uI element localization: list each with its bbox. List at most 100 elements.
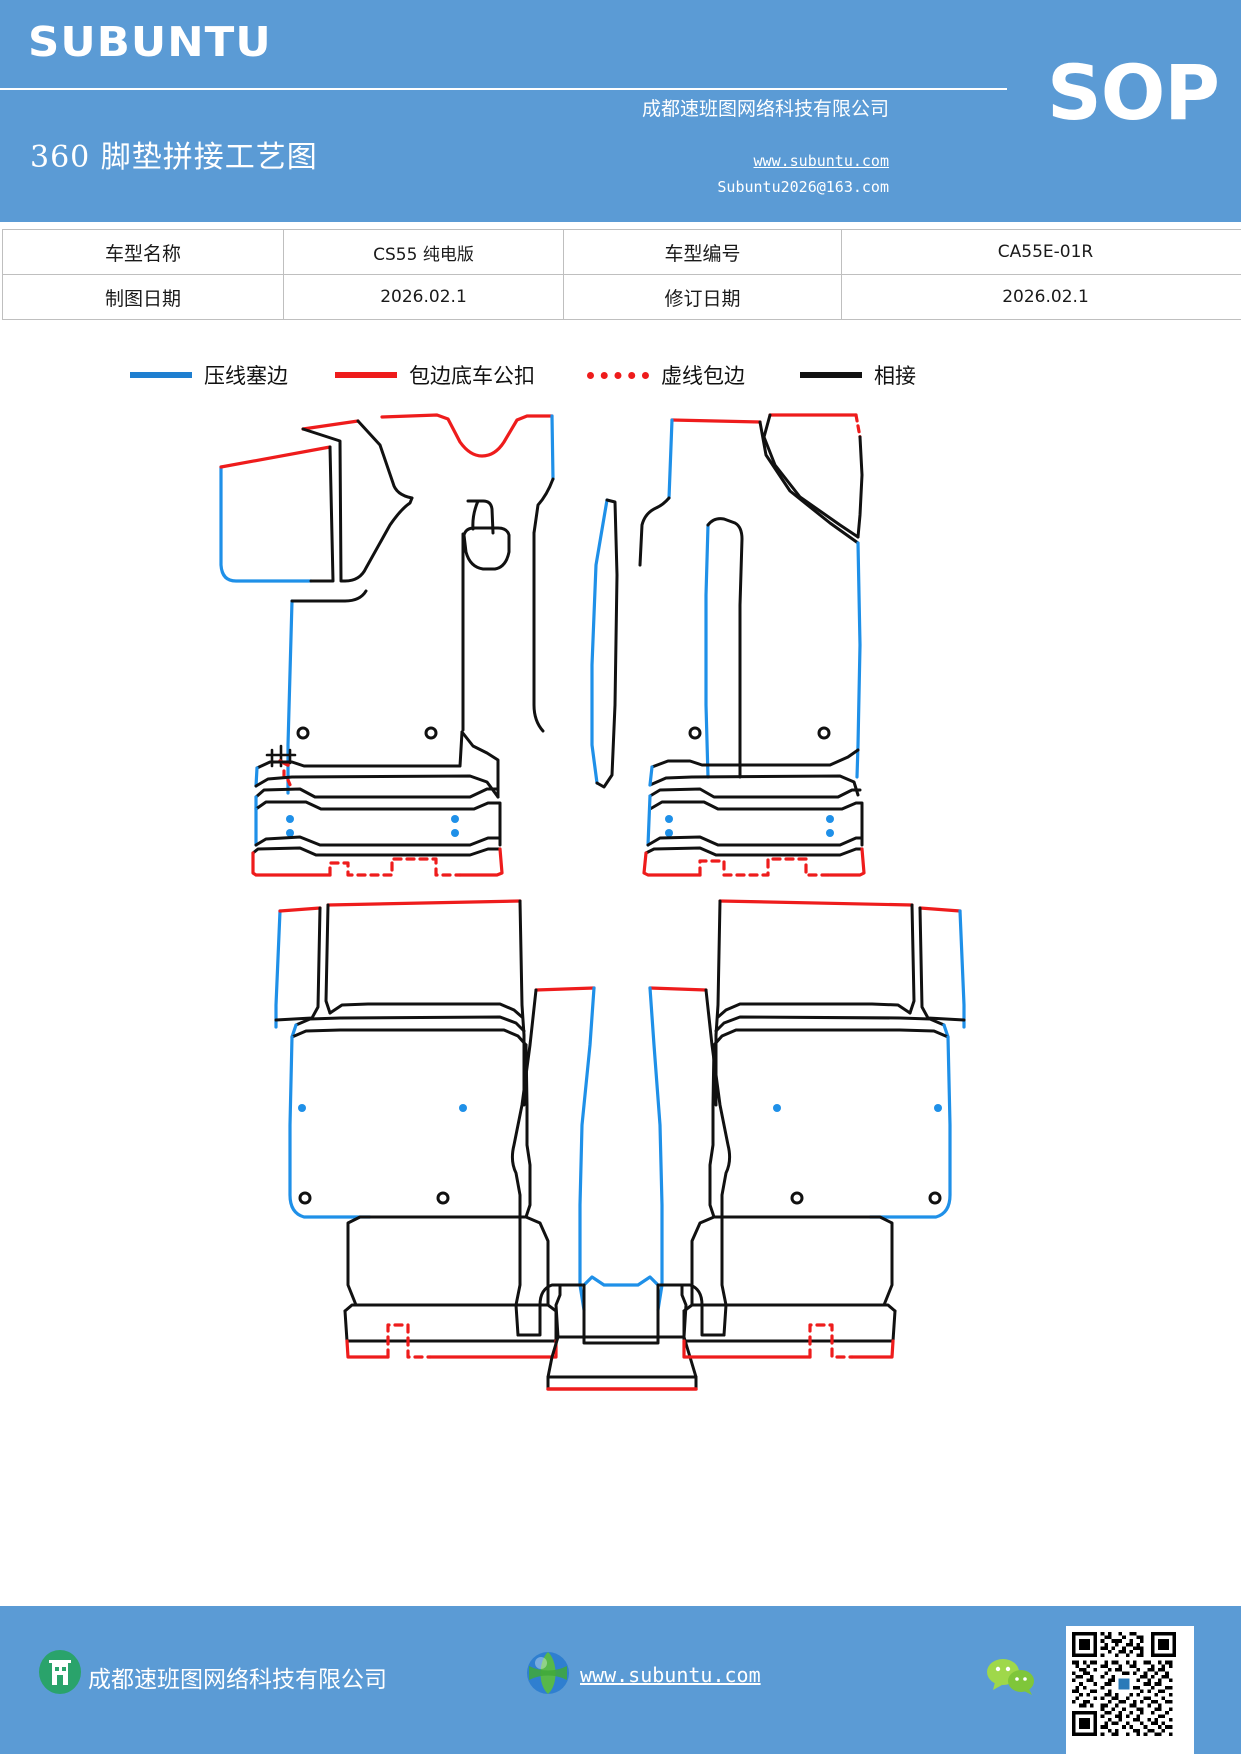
rear-right-flap-outline <box>918 906 966 1022</box>
front-left-pocket-left <box>462 526 511 571</box>
legend-item-2: 虚线包边 <box>587 358 745 392</box>
label-revision-date: 修订日期 <box>563 274 842 320</box>
header-website-link[interactable]: www.subuntu.com <box>753 152 889 170</box>
front-right-panel-right <box>856 435 864 539</box>
front-left-right-outline-b <box>532 531 545 733</box>
front-right-panel-diag-b <box>758 420 860 545</box>
mat-blue-hole <box>934 1104 942 1112</box>
rear-left-flap-bind <box>278 906 322 913</box>
mat-hole <box>817 726 831 740</box>
rear-left-top-bind <box>326 899 522 907</box>
rear-right-bottom-strip2 <box>682 1309 897 1343</box>
front-left-strip1-seam <box>254 766 259 788</box>
rear-left-flap-seam <box>274 909 282 1029</box>
globe-icon <box>527 1652 569 1694</box>
legend-swatch-black-line-icon <box>800 372 862 378</box>
rear-left-body-outline <box>368 1043 532 1219</box>
page-title: 360 脚垫拼接工艺图 <box>30 140 318 175</box>
rear-right-flap-bind <box>918 906 962 913</box>
legend: 压线塞边 包边底车公扣 虚线包边 相接 <box>0 358 1241 400</box>
legend-label-1: 包边底车公扣 <box>409 364 535 388</box>
rear-right-flap-seam <box>958 909 966 1029</box>
legend-label-2: 虚线包边 <box>661 364 745 388</box>
rear-left-bottom-bind-l <box>345 1339 390 1359</box>
front-left-strip2-bot <box>254 800 502 847</box>
rear-right-divider2 <box>714 1015 946 1033</box>
front-left-flap-seam <box>219 465 313 583</box>
front-right-right-seam <box>855 541 862 779</box>
rear-center-right-bind <box>648 986 708 992</box>
front-left-bottom-bind-l <box>251 851 332 877</box>
front-right-blade-seam <box>590 498 609 785</box>
mat-hole <box>688 726 702 740</box>
label-model-code: 车型编号 <box>563 229 842 275</box>
mat-blue-hole <box>451 815 459 823</box>
rear-right-divider-seam <box>942 1023 950 1039</box>
footer-company-name: 成都速班图网络科技有限公司 <box>88 1667 387 1693</box>
front-right-panel-bind-dashed <box>854 413 862 439</box>
front-left-mat <box>219 413 555 877</box>
front-right-strip2-top <box>648 787 862 799</box>
front-right-strip3-mid <box>644 846 864 857</box>
rear-right-top-bind <box>718 899 914 907</box>
footer-website-link[interactable]: www.subuntu.com <box>580 1663 761 1687</box>
mat-hole <box>928 1191 942 1205</box>
front-right-bottom-bind-l <box>642 851 702 877</box>
front-right-strip2-seam <box>646 794 652 847</box>
label-model-name: 车型名称 <box>2 229 284 275</box>
front-left-bottom-bind-r <box>458 847 504 877</box>
mat-blue-hole <box>286 815 294 823</box>
rear-right-bottom-bind-l <box>682 1339 812 1359</box>
front-left-bottom-dashed-tabs <box>328 857 462 877</box>
front-left-strip1-right <box>460 730 500 799</box>
rear-center-bottom-a <box>554 1283 688 1339</box>
qr-code-image <box>1072 1632 1176 1736</box>
front-left-pocket-tab <box>466 499 495 535</box>
rear-left-bottom-strip2-top <box>343 1303 558 1313</box>
rear-right-bottom-dashed-tab <box>808 1323 854 1359</box>
legend-swatch-blue-line-icon <box>130 372 192 378</box>
rear-center-mat <box>510 986 732 1391</box>
front-right-strip1-bot <box>648 774 860 797</box>
rear-center-left-foot <box>516 1283 586 1337</box>
page-footer: 成都速班图网络科技有限公司 www.subuntu.com <box>0 1606 1241 1754</box>
front-left-panel2-outline-b <box>356 419 414 500</box>
rear-right-bottom-strip2-top <box>682 1303 897 1313</box>
legend-item-0: 压线塞边 <box>130 358 288 392</box>
front-left-strip1-bot <box>254 774 500 799</box>
rear-left-divider-seam <box>290 1023 298 1039</box>
rear-center-left-bind <box>534 986 596 992</box>
mat-blue-hole <box>773 1104 781 1112</box>
mat-blue-hole <box>826 815 834 823</box>
rear-left-bottom-strip <box>346 1215 550 1307</box>
mat-hole <box>296 726 310 740</box>
rear-right-bottom-strip <box>690 1215 894 1307</box>
rear-right-bottom-bind-r <box>850 1339 895 1359</box>
rear-left-mat <box>274 899 558 1359</box>
front-left-strip3-mid <box>251 846 502 857</box>
rear-right-mat <box>682 899 966 1359</box>
mat-blue-hole <box>665 829 673 837</box>
front-left-top-bind <box>380 413 554 458</box>
rear-left-right-outline <box>518 899 526 1107</box>
front-right-strip1-seam <box>648 765 654 787</box>
legend-label-0: 压线塞边 <box>204 364 288 388</box>
header-company-name: 成都速班图网络科技有限公司 <box>641 98 889 120</box>
front-left-right-outline <box>532 477 555 535</box>
header-divider <box>0 88 1007 90</box>
front-right-strip3-top <box>646 835 864 847</box>
rear-center-bottom-b <box>546 1335 698 1379</box>
rear-center-tunnel-seam <box>582 1275 660 1287</box>
front-left-flap-bind <box>219 445 332 469</box>
legend-item-1: 包边底车公扣 <box>335 358 535 392</box>
rear-center-bottom-c <box>546 1375 698 1391</box>
page-header: SUBUNTU SOP 360 脚垫拼接工艺图 成都速班图网络科技有限公司 ww… <box>0 0 1241 222</box>
mat-hole <box>424 726 438 740</box>
header-email: Subuntu2026@163.com <box>717 178 889 196</box>
front-right-mat <box>590 413 866 877</box>
front-left-right-seam <box>550 414 555 481</box>
value-model-code: CA55E-01R <box>841 229 1241 275</box>
table-row: 车型名称 CS55 纯电版 车型编号 CA55E-01R <box>2 229 1241 275</box>
legend-swatch-red-dotted-line-icon <box>587 371 649 379</box>
legend-item-3: 相接 <box>800 358 916 392</box>
